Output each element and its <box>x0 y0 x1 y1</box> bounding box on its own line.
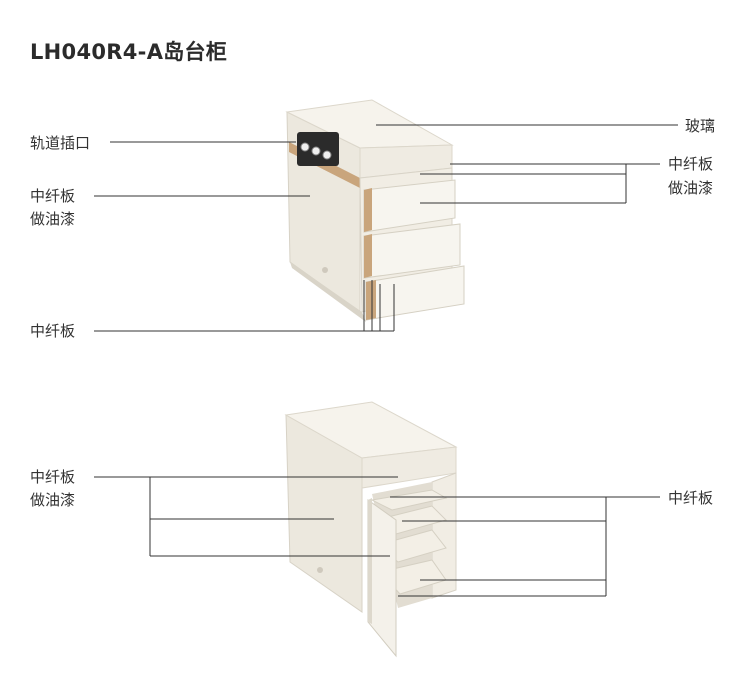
page-title: LH040R4-A岛台柜 <box>30 40 228 64</box>
label-mdf-painted-right-top-2: 做油漆 <box>668 179 714 197</box>
label-mdf-painted-left-top-1: 中纤板 <box>30 187 76 205</box>
cabinet-top-illustration <box>94 99 678 332</box>
cabinet-bottom-illustration <box>94 401 660 658</box>
label-mdf-right-bottom: 中纤板 <box>668 489 714 507</box>
label-track-socket: 轨道插口 <box>30 134 91 152</box>
label-mdf-bottom: 中纤板 <box>30 322 76 340</box>
label-mdf-painted-left-bottom-2: 做油漆 <box>30 491 76 509</box>
label-mdf-painted-right-top-1: 中纤板 <box>668 155 714 173</box>
label-glass: 玻璃 <box>685 117 716 135</box>
label-mdf-painted-left-top-2: 做油漆 <box>30 210 76 228</box>
label-mdf-painted-left-bottom-1: 中纤板 <box>30 468 76 486</box>
lock-icon <box>317 567 323 573</box>
lock-icon <box>322 267 328 273</box>
